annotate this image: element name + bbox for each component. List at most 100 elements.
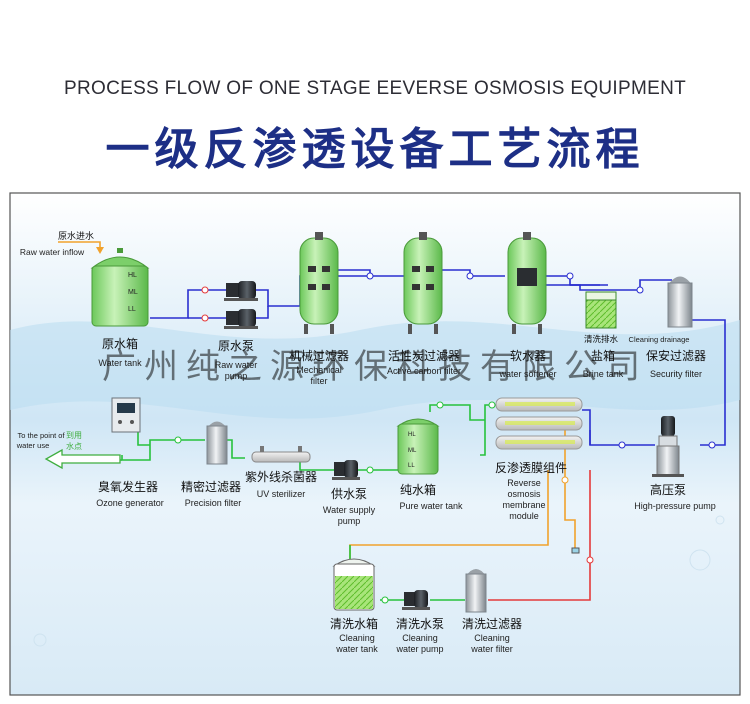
mech-filter-label-en-1: Mechanical [296,365,342,375]
diagram-subtitle: PROCESS FLOW OF ONE STAGE EEVERSE OSMOSI… [64,78,686,99]
use-point-label-cn-1: 到用 [66,431,82,440]
valve-icon [174,436,182,444]
valve-icon [366,272,374,280]
inflow-label-cn: 原水进水 [58,230,94,242]
ro-module-label-cn: 反渗透膜组件 [495,460,567,475]
carbon-filter-label-cn: 活性炭过滤器 [388,349,460,363]
softener-label-cn: 软水器 [510,349,546,363]
valve-icon [586,556,594,564]
mech-filter-label-en-2: filter [310,376,327,386]
clean-pump-label-en-1: Cleaning [402,633,438,643]
raw-water-pump-2 [224,309,258,329]
valve-icon [488,401,496,409]
uv-sterilizer [251,446,311,463]
raw-water-tank: HL ML LL [90,248,150,327]
pipe-precision-out [121,439,205,461]
bubble [715,515,725,525]
softener-label-en: water softener [498,369,556,379]
security-filter [667,276,693,328]
pipe-tank-to-pump1 [150,289,232,319]
pure-tank-label-cn: 纯水箱 [400,482,436,497]
cleaning-water-tank [332,558,376,611]
level-mark-ml: ML [408,448,417,454]
pipe-to-pure-tank [429,404,485,421]
inflow-arrowhead [96,247,104,254]
ozone-generator [111,397,141,433]
valve-icon [561,476,569,484]
precision-filter [206,421,228,465]
pipe-pump1-out [252,289,300,307]
clean-filter-label-en-2: water filter [470,644,513,654]
water-wave [10,320,740,419]
valve-icon [201,286,209,294]
clean-tank-label-en-1: Cleaning [339,633,375,643]
security-filter-label-en: Security filter [650,369,702,379]
active-carbon-filter [403,232,443,334]
use-point-label-cn-2: 水点 [66,441,82,451]
raw-pump-label-en-1: Raw water [215,360,258,370]
ro-module-label-en-3: membrane [502,500,545,510]
ozone-label-cn: 臭氧发生器 [98,479,158,494]
uv-label-en: UV sterilizer [257,489,306,499]
mechanical-filter [299,232,339,334]
raw-water-pump-1 [224,281,258,301]
raw-pump-label-en-2: pump [225,371,248,381]
level-mark-hl: HL [408,432,416,438]
to-use-arrow [44,448,121,470]
pipe-to-security [545,279,672,291]
pipe-cleaning-return [488,470,591,601]
valve-icon [366,466,374,474]
valve-icon [201,314,209,322]
level-mark-ll: LL [408,463,415,469]
valve-icon [618,441,626,449]
water-supply-pump [332,460,360,480]
precision-filter-label-en: Precision filter [185,498,242,508]
raw-tank-label-cn: 原水箱 [102,336,138,351]
drainage-label-cn: 清洗排水 [584,334,619,345]
clean-tank-label-cn: 清洗水箱 [330,616,378,631]
drainage-label-en: Cleaning drainage [629,335,690,344]
precision-filter-label-cn: 精密过滤器 [181,479,241,494]
level-mark-ml: ML [128,289,138,296]
use-point-label-en-1: To the point of [17,431,65,440]
inflow-label-en: Raw water inflow [20,247,85,257]
mech-filter-label-cn: 机械过滤器 [289,348,349,363]
pure-water-tank: HL ML LL [396,418,440,475]
ro-membrane-module [495,397,583,450]
water-softener [507,232,547,334]
drain-outlet-icon [571,547,580,554]
valve-icon [708,441,716,449]
level-mark-ll: LL [128,306,136,313]
ozone-label-en: Ozone generator [96,498,164,508]
pipe-pump2-out [252,306,269,319]
pure-tank-label-en: Pure water tank [399,501,463,511]
hp-pump-label-en: High-pressure pump [634,501,716,511]
cleaning-water-pump [402,590,430,610]
valve-icon [466,272,474,280]
security-filter-label-cn: 保安过滤器 [646,348,706,363]
level-mark-hl: HL [128,272,137,279]
clean-tank-label-en-2: water tank [335,644,378,654]
raw-pump-label-cn: 原水泵 [218,339,254,353]
clean-pump-label-cn: 清洗水泵 [396,617,444,631]
ro-module-label-en-4: module [509,511,539,521]
diagram-title: 一级反渗透设备工艺流程 [105,124,645,175]
pipe-ozone-inject [137,430,150,446]
valve-icon [566,272,574,280]
valve-icon [436,401,444,409]
supply-pump-label-en-2: pump [338,516,361,526]
clean-filter-label-cn: 清洗过滤器 [462,617,522,631]
brine-tank-label-cn: 盐箱 [591,348,615,363]
watermark: 广州纯之源环保科技有限公司 [102,347,648,387]
supply-pump-label-en-1: Water supply [323,505,376,515]
uv-label-cn: 紫外线杀菌器 [245,469,317,484]
valve-icon [636,286,644,294]
use-point-label-en-2: water use [16,441,50,450]
clean-filter-label-en-1: Cleaning [474,633,510,643]
high-pressure-pump [652,416,684,477]
brine-tank-label-en: Brine tank [583,369,624,379]
carbon-filter-label-en: Active carbon filter [387,366,461,376]
cleaning-water-filter [465,569,487,613]
supply-pump-label-cn: 供水泵 [331,487,367,501]
